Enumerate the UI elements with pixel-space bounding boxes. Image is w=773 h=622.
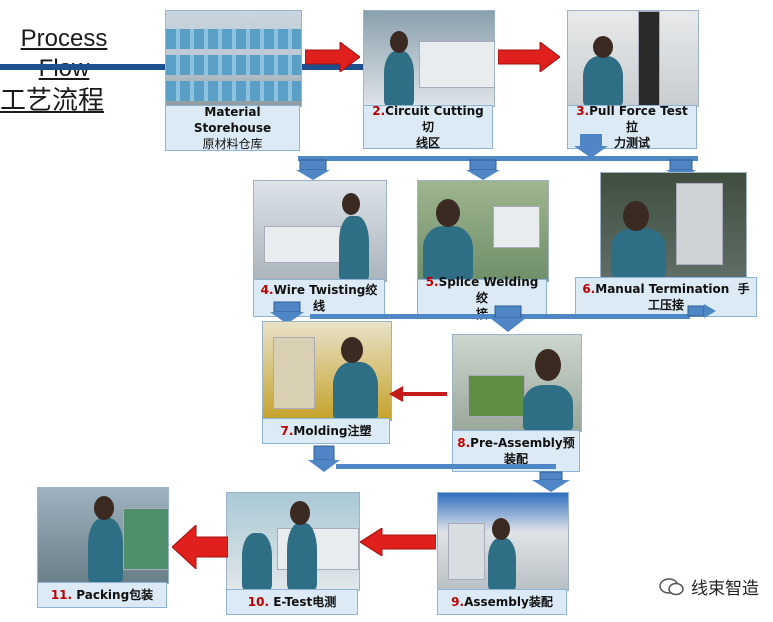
connector-bar-1-2: [300, 64, 365, 70]
step-1-text2: 原材料仓库: [202, 137, 263, 151]
step-label-6: 6.Manual Termination 手 工压接: [575, 277, 757, 317]
blue-arrows-row3: [308, 445, 570, 492]
step-label-10: 10. E-Test电测: [226, 589, 358, 615]
step-8-num: 8.: [457, 436, 471, 450]
title-line-process: Process: [20, 25, 108, 52]
step-2-num: 2.: [372, 104, 386, 118]
step-5-num: 5.: [425, 275, 439, 289]
step-11-text: Packing包装: [72, 588, 154, 602]
step-2-text2: 线区: [415, 136, 440, 150]
red-arrow-2-3: [498, 42, 560, 72]
step-10-num: 10.: [247, 595, 270, 609]
step-2-text: Circuit Cutting切: [385, 104, 484, 134]
watermark: 线束智造: [659, 574, 759, 599]
step-4-text: Wire Twisting绞: [273, 283, 378, 297]
step-3-text2: 力测试: [613, 136, 650, 150]
step-5-text: Splice Welding绞: [438, 275, 539, 305]
step-label-1: Material Storehouse 原材料仓库: [165, 105, 300, 151]
step-label-3: 3.Pull Force Test拉 力测试: [567, 104, 697, 150]
blue-distributor-arrows: [296, 134, 698, 180]
title-line-chinese: 工艺流程: [0, 86, 105, 116]
red-arrow-1-2: [305, 42, 360, 72]
blue-converge-arrows: [270, 301, 716, 332]
step-9-num: 9.: [451, 595, 465, 609]
red-arrow-10-11: [172, 525, 228, 569]
step-3-num: 3.: [576, 104, 590, 118]
photo-pull-force-test: [567, 10, 699, 107]
step-4-text2: 线: [312, 299, 325, 313]
photo-splice-welding: [417, 180, 549, 282]
step-label-11: 11. Packing包装: [37, 582, 167, 608]
photo-e-test: [226, 492, 360, 591]
photo-pre-assembly: [452, 334, 582, 432]
step-label-7: 7.Molding注塑: [262, 418, 390, 444]
photo-molding: [262, 321, 392, 421]
photo-circuit-cutting: [363, 10, 495, 107]
step-8-text2: 装配: [503, 452, 528, 466]
step-7-num: 7.: [280, 424, 294, 438]
step-9-text: Assembly装配: [464, 595, 553, 609]
step-label-2: 2.Circuit Cutting切 线区: [363, 104, 493, 150]
photo-material-storehouse: [165, 10, 302, 107]
watermark-text: 线束智造: [691, 579, 759, 599]
red-arrow-9-10: [360, 528, 436, 556]
step-4-num: 4.: [260, 283, 274, 297]
photo-assembly: [437, 492, 569, 591]
step-6-text2: 工压接: [647, 298, 684, 312]
red-arrow-8-7: [389, 386, 447, 402]
photo-manual-termination: [600, 172, 747, 278]
diagram-title: Process Flow 工艺流程: [0, 24, 124, 118]
step-8-text: Pre-Assembly预: [470, 436, 575, 450]
wechat-icon: [659, 577, 684, 595]
photo-packing: [37, 487, 169, 584]
step-label-9: 9.Assembly装配: [437, 589, 567, 615]
step-1-text: Material Storehouse: [193, 105, 272, 135]
step-6-num: 6.: [582, 282, 596, 296]
step-11-num: 11.: [50, 588, 73, 602]
photo-wire-twisting: [253, 180, 387, 282]
step-10-text: E-Test电测: [269, 595, 337, 609]
step-6-text: Manual Termination 手: [595, 282, 750, 296]
step-3-text: Pull Force Test拉: [589, 104, 688, 134]
title-underline-bar: [0, 64, 170, 70]
step-7-text: Molding注塑: [293, 424, 372, 438]
